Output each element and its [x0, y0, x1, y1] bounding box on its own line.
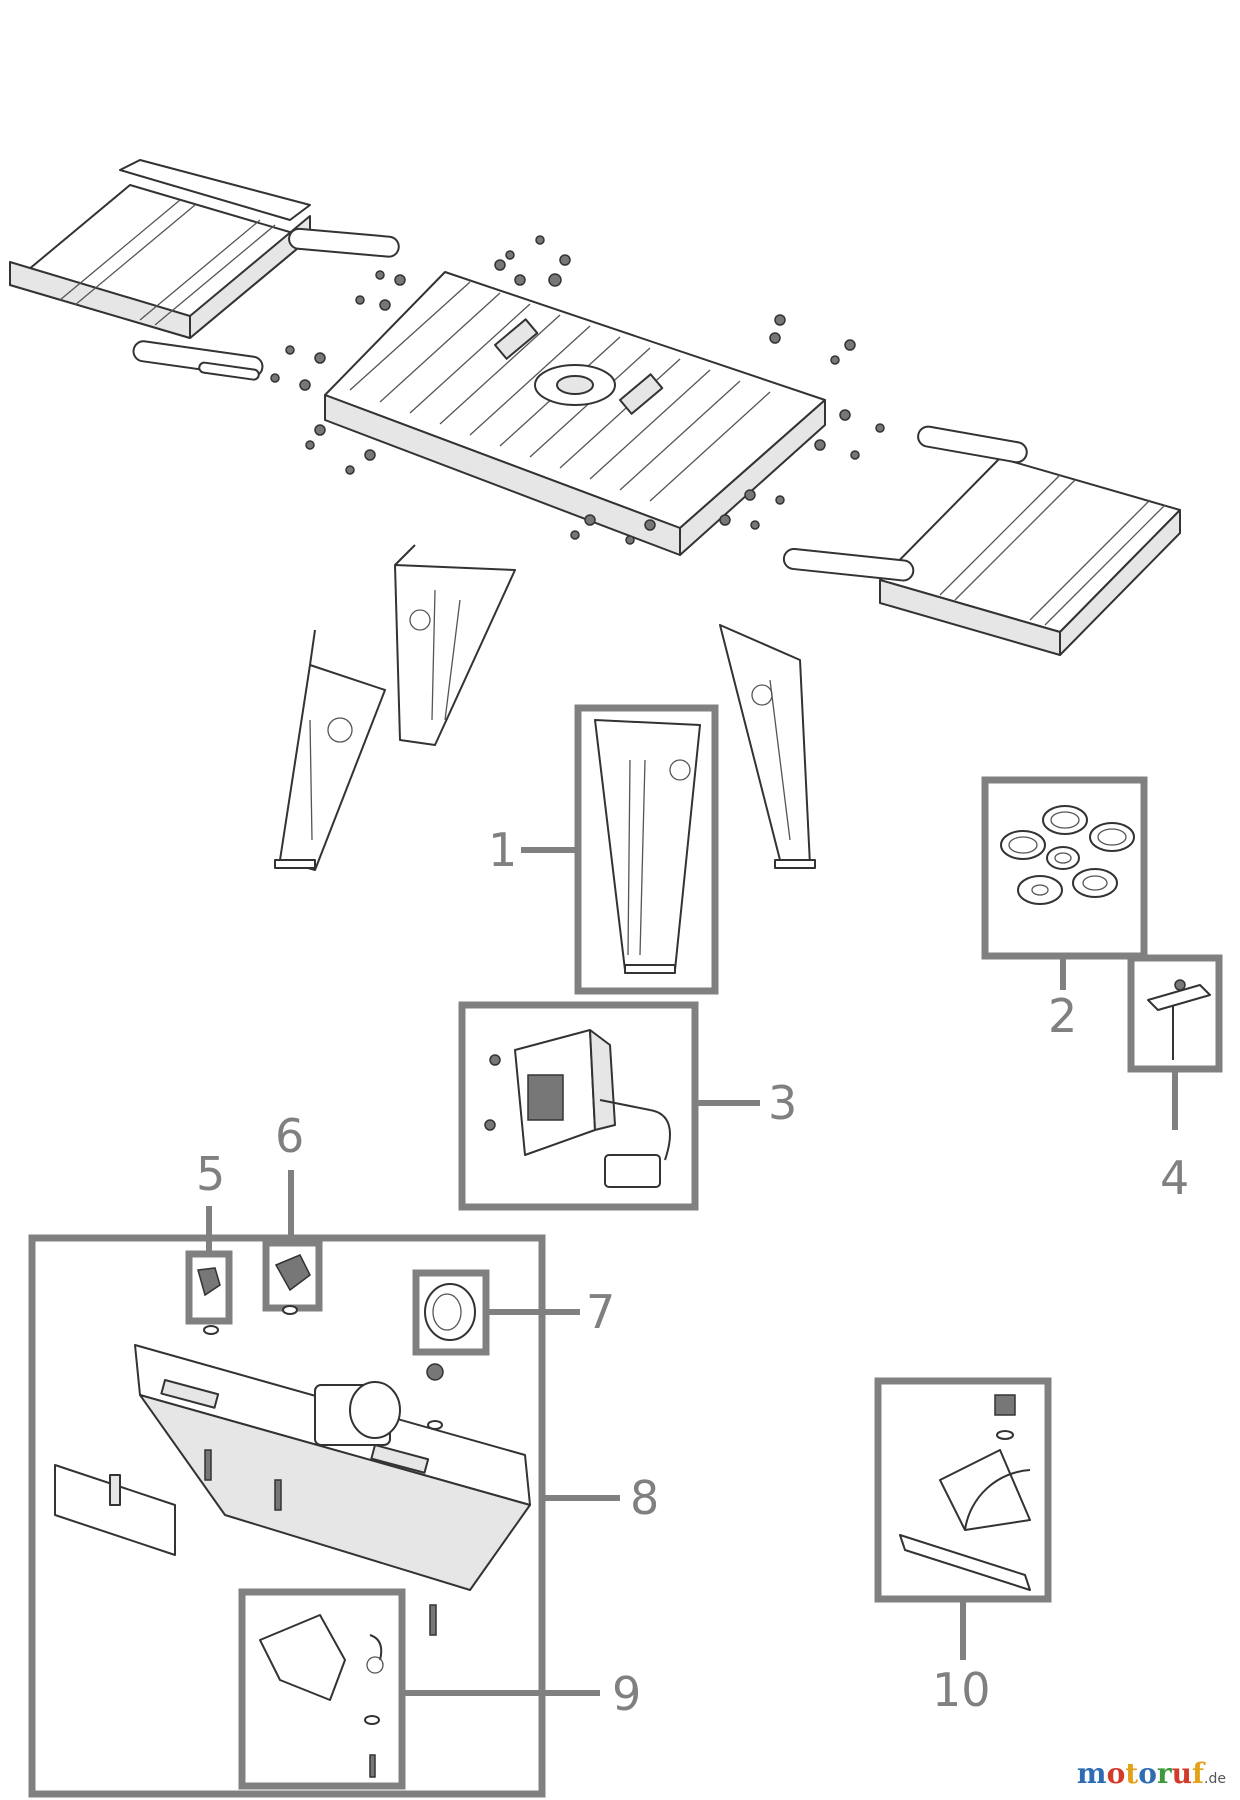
- part-10-mitre-gauge: 10: [874, 1377, 1052, 1717]
- callout-8: 8: [630, 1471, 659, 1525]
- logo-letter: f: [1192, 1757, 1205, 1790]
- part-7-dust-port: 7: [412, 1269, 615, 1356]
- callout-7: 7: [586, 1285, 615, 1339]
- motoruf-logo: motoruf.de: [1077, 1757, 1226, 1790]
- part-4-clamp: 4: [1127, 954, 1223, 1205]
- logo-letter: o: [1138, 1757, 1157, 1790]
- logo-letter: u: [1171, 1757, 1192, 1790]
- part-5-knob: 5: [185, 1147, 233, 1335]
- logo-letter: o: [1106, 1757, 1126, 1790]
- main-router-table: [324, 271, 826, 556]
- part-1-leg: 1: [488, 704, 719, 995]
- callout-5: 5: [196, 1147, 225, 1201]
- leg-left-front: [274, 629, 386, 871]
- right-extension-table: [782, 425, 1181, 656]
- callout-4: 4: [1160, 1151, 1189, 1205]
- callout-2: 2: [1048, 989, 1077, 1043]
- callout-10: 10: [932, 1663, 991, 1717]
- logo-letter: t: [1125, 1757, 1139, 1790]
- left-extension-table: [9, 159, 400, 381]
- part-3-switch-box: 3: [458, 1001, 797, 1211]
- logo-tld: .de: [1204, 1771, 1226, 1787]
- screws-group: [270, 235, 885, 545]
- callout-6: 6: [275, 1109, 304, 1163]
- part-2-reducer-rings: 2: [981, 776, 1148, 1043]
- leg-right: [719, 624, 816, 869]
- callout-3: 3: [768, 1076, 797, 1130]
- part-6-knob: 6: [262, 1109, 323, 1315]
- leg-left-back: [394, 544, 516, 746]
- part-8-fence-assembly: 8: [28, 1234, 659, 1798]
- part-9-guard: 9: [238, 1588, 641, 1790]
- callout-9: 9: [612, 1667, 641, 1721]
- logo-letter: m: [1076, 1757, 1107, 1790]
- callout-1: 1: [488, 823, 517, 877]
- logo-letter: r: [1156, 1757, 1172, 1790]
